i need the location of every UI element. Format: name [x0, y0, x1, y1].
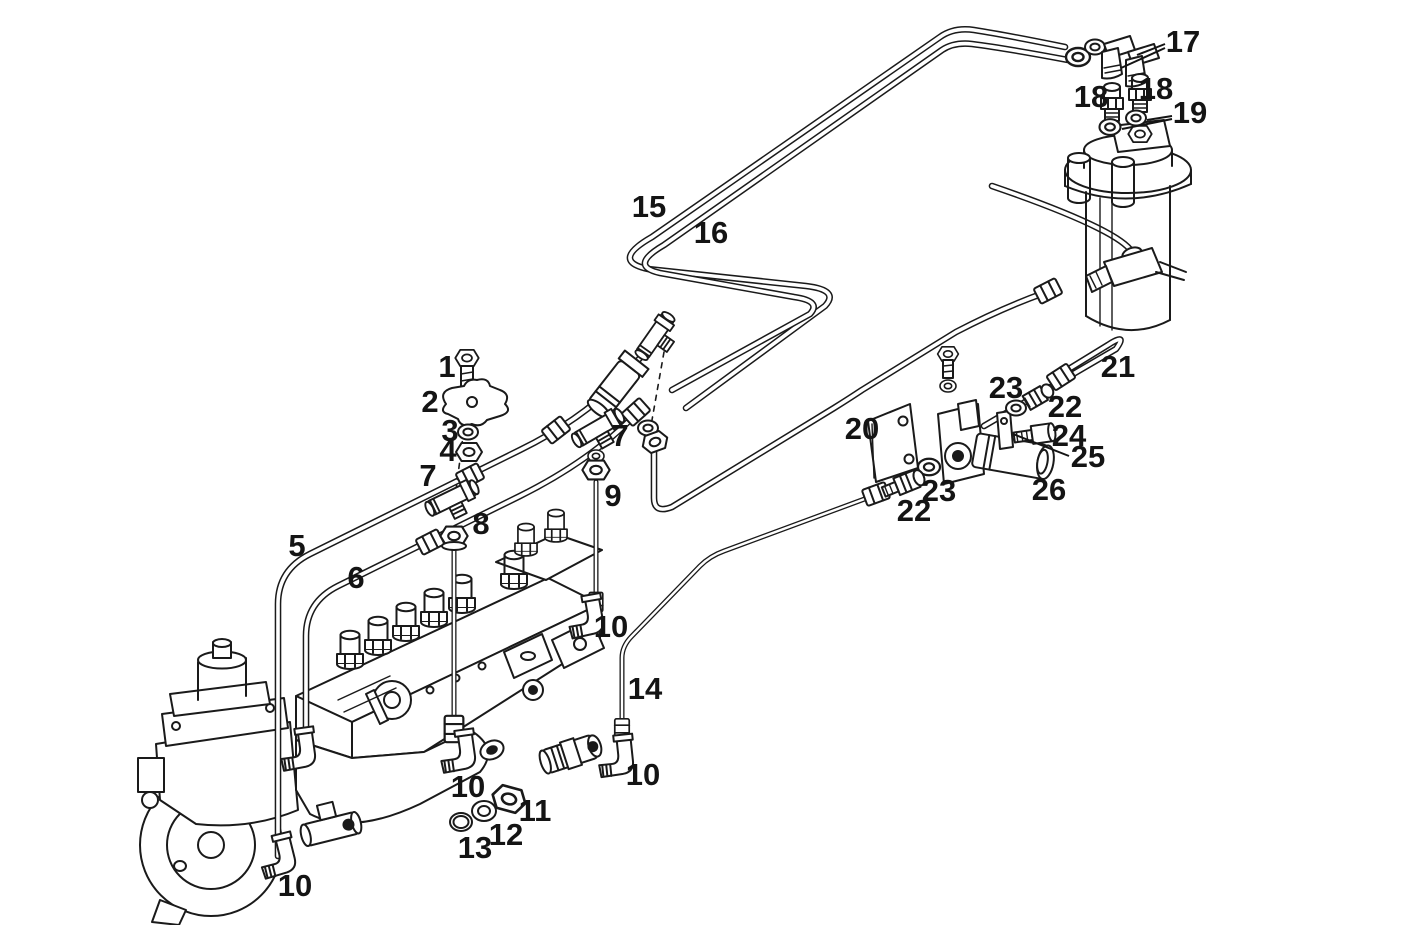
callout-4: 4 [439, 433, 457, 468]
leader-19 [1146, 115, 1173, 121]
callout-7-b: 7 [611, 418, 628, 453]
callout-8: 8 [472, 506, 489, 541]
washer-19-a [1098, 118, 1122, 136]
callout-25: 25 [1071, 439, 1105, 474]
callout-3: 3 [441, 413, 458, 448]
callout-10-a: 10 [594, 609, 628, 644]
callout-11: 11 [519, 793, 552, 828]
callout-1: 1 [438, 349, 455, 384]
callout-12: 12 [489, 817, 523, 852]
callout-23-b: 23 [922, 473, 956, 508]
leader-17 [1136, 43, 1166, 56]
callout-19: 19 [1173, 95, 1207, 130]
bolt-24 [1012, 422, 1057, 445]
elbow-union-17-a [1101, 35, 1136, 80]
callout-23-a: 23 [989, 370, 1023, 405]
clamp-25 [996, 410, 1014, 450]
callout-7-a: 7 [419, 458, 436, 493]
washer-19-b [1125, 109, 1147, 127]
callout-10-d: 10 [278, 868, 312, 903]
clamp-plate-2 [442, 378, 510, 427]
callout-18-a: 18 [1074, 79, 1108, 114]
callout-10-b: 10 [626, 757, 660, 792]
washer-3 [457, 423, 479, 441]
callout-6: 6 [347, 560, 364, 595]
callout-22-a: 22 [1048, 389, 1082, 424]
callout-18-b: 18 [1139, 71, 1173, 106]
callout-10-c: 10 [451, 769, 485, 804]
callout-5: 5 [288, 528, 305, 563]
leader-25 [1012, 433, 1070, 457]
callout-13: 13 [458, 830, 492, 865]
callout-21: 21 [1101, 349, 1135, 384]
filter-inlet-fittings [1064, 35, 1160, 136]
callout-17: 17 [1166, 24, 1200, 59]
fuel-filter [1064, 119, 1192, 331]
callout-15: 15 [632, 189, 666, 224]
washer-12 [471, 800, 497, 822]
nut-4 [455, 442, 483, 462]
callout-20: 20 [845, 411, 879, 446]
callout-22-b: 22 [897, 493, 931, 528]
callout-leader-lines [1012, 43, 1173, 457]
union-22-a [1021, 383, 1055, 411]
leader-19 [1121, 118, 1173, 130]
callout-14: 14 [628, 671, 663, 706]
leader-17 [1120, 47, 1166, 69]
injection-pump [137, 508, 605, 925]
overflow-valve-cluster [867, 345, 1057, 498]
pipe-clamp-and-unions [414, 276, 1077, 744]
seal-ring-13 [449, 812, 473, 832]
callout-2: 2 [421, 384, 438, 419]
small-parts [254, 591, 638, 880]
callout-16: 16 [694, 215, 728, 250]
callout-9: 9 [604, 478, 621, 513]
overflow-valve-26 [971, 432, 1055, 481]
callout-26: 26 [1032, 472, 1066, 507]
callout-24: 24 [1052, 418, 1087, 453]
union-22-b [880, 469, 926, 498]
